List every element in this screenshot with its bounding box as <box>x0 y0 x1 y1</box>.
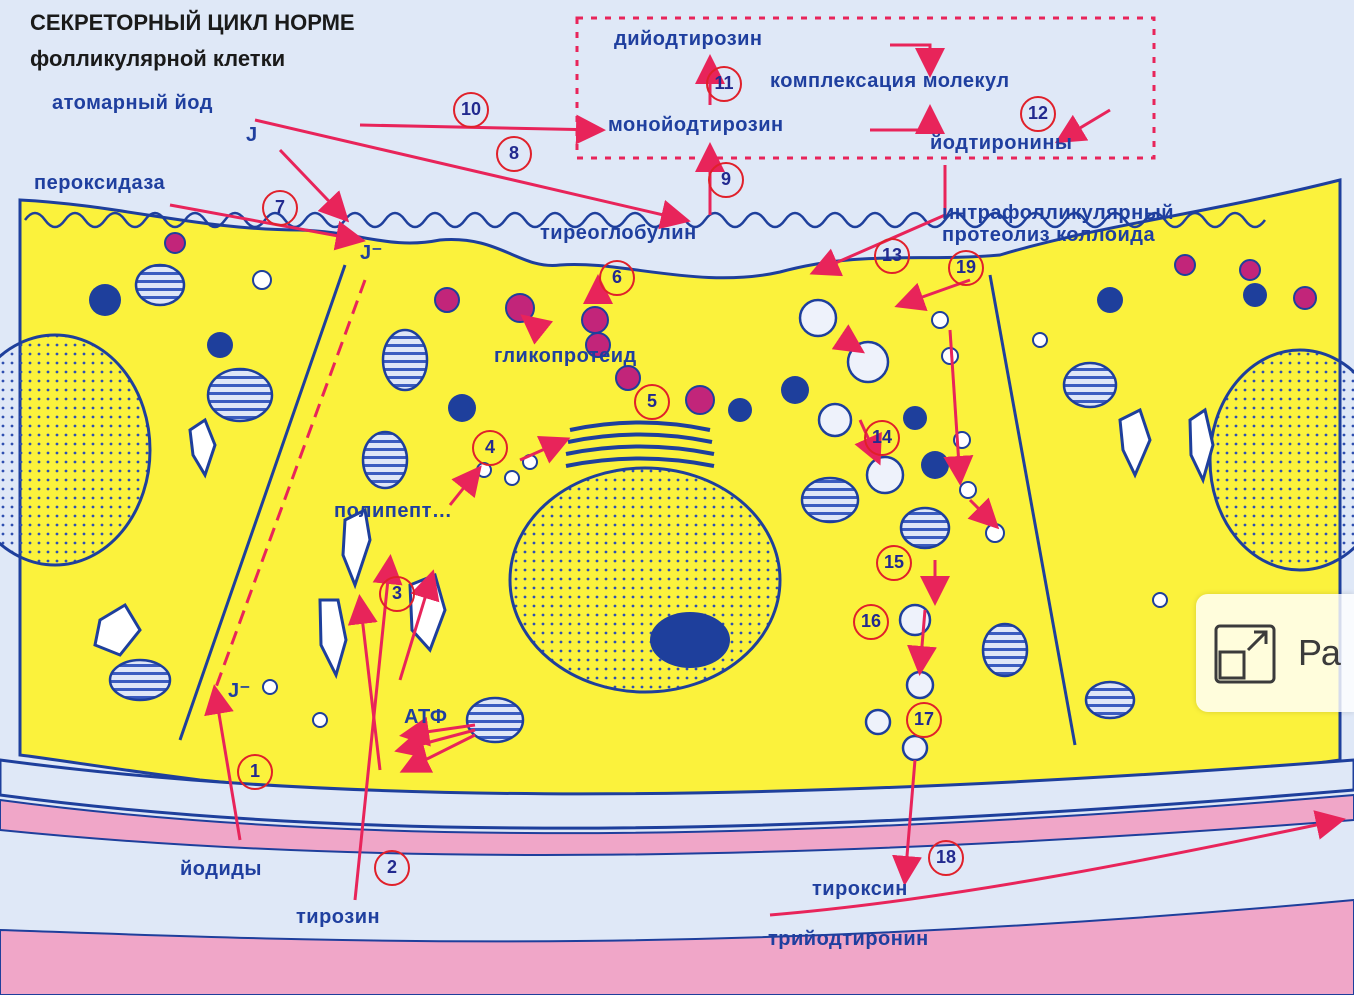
step-5-marker: 5 <box>634 384 670 420</box>
label-atp: АТФ <box>404 706 447 729</box>
step-12-marker: 12 <box>1020 96 1056 132</box>
step-11-marker: 11 <box>706 66 742 102</box>
label-iodothyronines: йодтиронины <box>930 132 1073 155</box>
step-19-marker: 19 <box>948 250 984 286</box>
step-7-marker: 7 <box>262 190 298 226</box>
step-17-marker: 17 <box>906 702 942 738</box>
label-thyroglobulin: тиреоглобулин <box>540 222 697 245</box>
label-polypeptide: полипепт… <box>334 500 452 523</box>
expand-button[interactable]: Ра <box>1196 594 1354 712</box>
label-intrafollicular: интрафолликулярный <box>942 202 1174 225</box>
step-9-marker: 9 <box>708 162 744 198</box>
title-line-2: фолликулярной клетки <box>30 46 285 72</box>
step-18-marker: 18 <box>928 840 964 876</box>
label-thyroxine: тироксин <box>812 878 908 901</box>
label-glycoprotein: гликопротеид <box>494 345 637 368</box>
label-iodine-symbol: J <box>246 124 258 147</box>
expand-icon <box>1214 624 1276 684</box>
label-complexation: комплексация молекул <box>770 70 1010 93</box>
label-triiodothyronine: трийодтиронин <box>768 928 929 951</box>
step-13-marker: 13 <box>874 238 910 274</box>
step-10-marker: 10 <box>453 92 489 128</box>
nucleolus <box>650 612 730 668</box>
nucleus-central <box>510 468 780 692</box>
label-atomic-iodine: атомарный йод <box>52 92 213 115</box>
label-iodide-ion-basal: J⁻ <box>228 678 251 703</box>
label-proteolysis: протеолиз коллоида <box>942 224 1155 247</box>
label-iodides: йодиды <box>180 858 262 881</box>
label-peroxidase: пероксидаза <box>34 172 165 195</box>
label-iodide-ion: J⁻ <box>360 240 383 265</box>
step-15-marker: 15 <box>876 545 912 581</box>
step-8-marker: 8 <box>496 136 532 172</box>
title-line-1: СЕКРЕТОРНЫЙ ЦИКЛ НОРМЕ <box>30 10 355 36</box>
step-2-marker: 2 <box>374 850 410 886</box>
step-1-marker: 1 <box>237 754 273 790</box>
step-3-marker: 3 <box>379 576 415 612</box>
expand-label: Ра <box>1298 632 1341 674</box>
step-14-marker: 14 <box>864 420 900 456</box>
label-diiodotyrosine: дийодтирозин <box>614 28 763 51</box>
step-16-marker: 16 <box>853 604 889 640</box>
step-4-marker: 4 <box>472 430 508 466</box>
label-monoiodotyrosine: монойодтирозин <box>608 114 784 137</box>
label-tyrosine: тирозин <box>296 906 380 929</box>
step-6-marker: 6 <box>599 260 635 296</box>
